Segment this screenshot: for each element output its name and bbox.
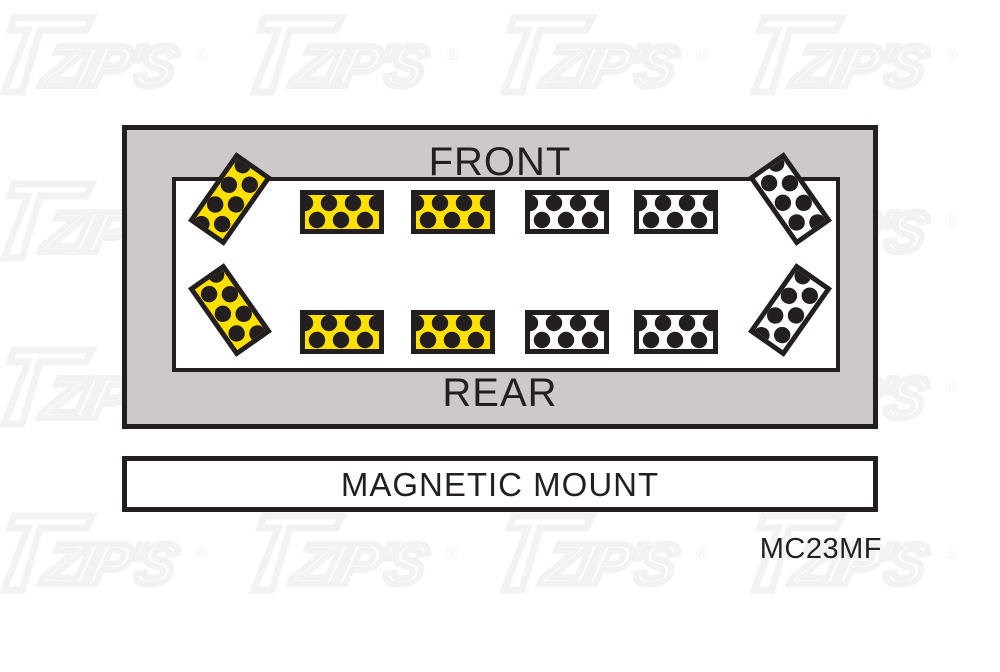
- led-module-area: [172, 177, 840, 372]
- led-module-rear-amber-2: [411, 310, 495, 354]
- led-module-rear-clear-2: [634, 310, 718, 354]
- rear-label: REAR: [442, 371, 558, 415]
- magnetic-mount-bar: MAGNETIC MOUNT: [122, 456, 878, 512]
- part-number-label: MC23MF: [759, 533, 882, 565]
- magnetic-mount-label: MAGNETIC MOUNT: [340, 465, 660, 503]
- led-module-rear-clear-1: [525, 310, 609, 354]
- led-module-rear-amber-1: [300, 310, 384, 354]
- led-module-front-amber-2: [411, 190, 495, 234]
- led-module-front-clear-2: [634, 190, 718, 234]
- led-module-front-amber-1: [300, 190, 384, 234]
- led-module-front-clear-1: [525, 190, 609, 234]
